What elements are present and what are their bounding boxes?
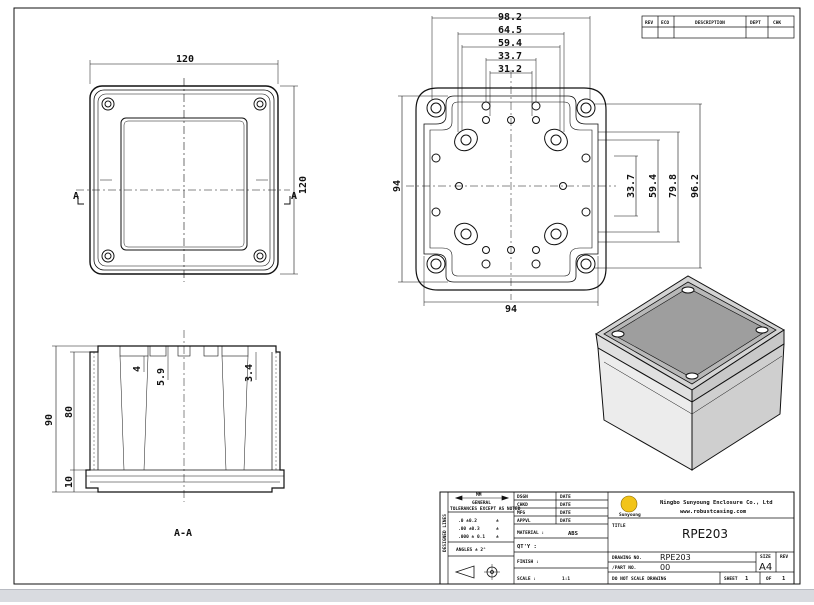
- section-view: [52, 330, 285, 502]
- front-top-dim-2: 64.5: [498, 25, 522, 36]
- section-dim-10: 10: [64, 476, 75, 488]
- sign-date-chkd: DATE: [560, 502, 571, 508]
- front-top-dim-1: 98.2: [498, 12, 522, 23]
- logo-text: Sunyoung: [619, 512, 641, 518]
- rev-label: REV: [780, 554, 788, 560]
- size-value: A4: [759, 562, 772, 573]
- drawing-no-value: RPE203: [660, 553, 691, 562]
- angles-tolerance: ANGLES ± 2°: [456, 547, 486, 553]
- tol-line-2: .00 ±0.3: [458, 526, 480, 532]
- front-top-dim-5: 31.2: [498, 64, 522, 75]
- section-dim-4: 4: [132, 366, 143, 372]
- tol-pm-1: ±: [496, 518, 499, 524]
- revision-table: [641, 15, 795, 39]
- tol-pm-3: ±: [496, 534, 499, 540]
- unit-sub: GENERAL: [472, 500, 491, 506]
- isometric-view: [595, 275, 785, 471]
- sign-role-mfg: MFG: [517, 510, 525, 516]
- of-value: 1: [782, 576, 786, 582]
- title-value: RPE203: [682, 527, 728, 541]
- title-label: TITLE: [612, 523, 626, 529]
- section-dim-90: 90: [44, 414, 55, 426]
- tol-pm-2: ±: [496, 526, 499, 532]
- top-height-dim: 120: [298, 176, 309, 194]
- rev-header-rev: REV: [645, 20, 653, 26]
- tol-line-1: .0 ±0.2: [458, 518, 477, 524]
- front-left-dim: 94: [392, 180, 403, 192]
- sign-role-chkd: CHKD: [517, 502, 528, 508]
- front-right-dim-4: 96.2: [690, 174, 701, 198]
- section-dim-5-9: 5.9: [156, 368, 167, 386]
- size-label: SIZE: [760, 554, 771, 560]
- company-website: www.robustcasing.com: [680, 509, 747, 515]
- part-no-label: /PART NO.: [612, 565, 636, 571]
- unit-label: MM: [476, 492, 482, 498]
- front-right-dim-3: 79.8: [668, 174, 679, 198]
- front-right-dim-1: 33.7: [626, 174, 637, 198]
- top-view: [76, 60, 298, 282]
- sign-date-mfg: DATE: [560, 510, 571, 516]
- section-dim-80: 80: [64, 406, 75, 418]
- section-mark-right: A: [291, 191, 297, 202]
- rev-header-dept: DEPT: [750, 20, 761, 26]
- company-name: Ningbo Sunyoung Enclosure Co., Ltd: [660, 500, 773, 506]
- front-top-dim-3: 59.4: [498, 38, 522, 49]
- scale-label: SCALE :: [517, 576, 536, 582]
- sign-date-dsgn: DATE: [560, 494, 571, 500]
- finish-label: FINISH :: [517, 559, 539, 565]
- rev-header-eco: ECO: [661, 20, 669, 26]
- qty-label: QT'Y :: [517, 544, 537, 550]
- section-dim-3-4: 3.4: [244, 364, 255, 382]
- front-view: [398, 16, 702, 306]
- side-label: DESIGNED LINES: [442, 514, 448, 552]
- section-caption: A-A: [174, 528, 192, 539]
- sign-role-appvl: APPVL: [517, 518, 531, 524]
- front-right-dim-2: 59.4: [648, 174, 659, 198]
- sign-role-dsgn: DSGN: [517, 494, 528, 500]
- material-label: MATERIAL :: [517, 530, 544, 536]
- sheet-value: 1: [745, 576, 749, 582]
- drawing-border: [13, 7, 801, 585]
- sheet-label: SHEET: [724, 576, 738, 582]
- front-bottom-dim: 94: [505, 304, 517, 315]
- rev-header-description: DESCRIPTION: [695, 20, 725, 26]
- scale-note: DO NOT SCALE DRAWING: [612, 576, 666, 582]
- material-value: ABS: [568, 531, 578, 537]
- tolerance-head: TOLERANCES EXCEPT AS NOTED: [450, 506, 521, 512]
- title-block: [439, 491, 795, 585]
- front-top-dim-4: 33.7: [498, 51, 522, 62]
- tol-line-3: .000 ± 0.1: [458, 534, 485, 540]
- sign-date-appvl: DATE: [560, 518, 571, 524]
- top-width-dim: 120: [176, 54, 194, 65]
- scale-value: 1:1: [562, 576, 570, 582]
- rev-header-chk: CHK: [773, 20, 781, 26]
- section-mark-left: A: [73, 191, 79, 202]
- company-logo-icon: [620, 495, 638, 513]
- window-bottom-bar: [0, 589, 814, 602]
- drawing-no-label: DRAWING NO.: [612, 555, 642, 561]
- of-label: OF: [766, 576, 772, 582]
- part-no-value: 00: [660, 563, 670, 572]
